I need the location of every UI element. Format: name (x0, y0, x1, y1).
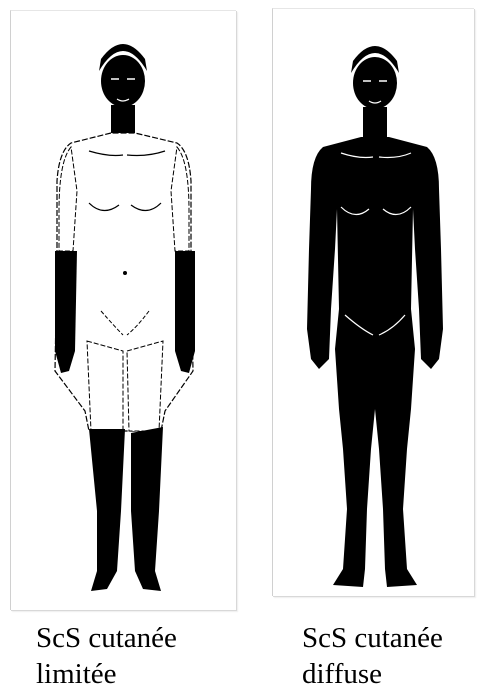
limited-caption: ScS cutanée limitée (36, 620, 177, 691)
limited-caption-line1: ScS cutanée (36, 620, 177, 656)
diffuse-caption-line2: diffuse (302, 656, 443, 691)
limited-navel (123, 271, 127, 275)
diffuse-figure-panel (272, 8, 474, 596)
limited-figure-panel (10, 10, 236, 610)
limited-head (101, 55, 145, 107)
diffuse-caption: ScS cutanée diffuse (302, 620, 443, 691)
limited-right-forearm-hand (175, 251, 195, 373)
limited-caption-line2: limitée (36, 656, 177, 691)
diffuse-head (353, 57, 397, 109)
limited-right-lower-leg-foot (131, 427, 163, 591)
limited-body-diagram (11, 11, 237, 611)
limited-left-forearm-hand (55, 251, 77, 373)
limited-neck (111, 105, 135, 135)
limited-left-thigh (87, 341, 123, 431)
limited-right-thigh (127, 341, 163, 431)
diffuse-body (307, 137, 443, 587)
diffuse-body-diagram (273, 9, 475, 597)
diffuse-caption-line1: ScS cutanée (302, 620, 443, 656)
diffuse-neck (363, 107, 387, 139)
limited-left-lower-leg-foot (89, 429, 125, 591)
